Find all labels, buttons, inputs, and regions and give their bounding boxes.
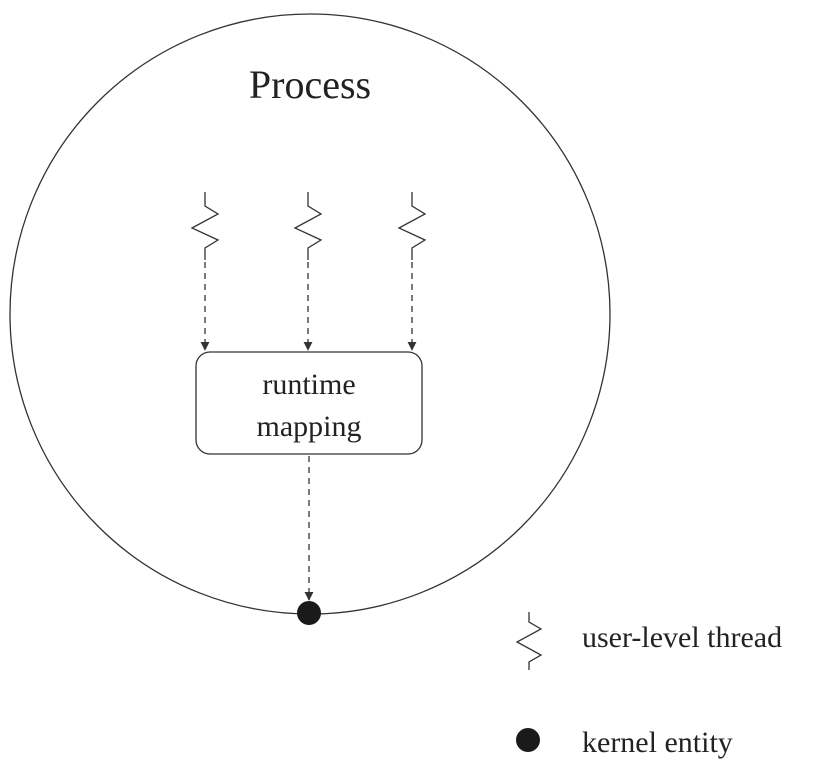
filled-circle-icon <box>516 728 540 752</box>
mapping-box-line2: mapping <box>257 410 362 443</box>
process-title: Process <box>249 62 371 107</box>
kernel-entity-dot <box>297 601 321 625</box>
zigzag-thread-icon <box>515 612 543 670</box>
legend-user-thread: user-level thread <box>515 612 782 670</box>
runtime-mapping-box <box>195 351 423 455</box>
user-thread-2 <box>293 192 323 351</box>
legend-user-thread-label: user-level thread <box>582 621 782 654</box>
legend-kernel-entity-label: kernel entity <box>582 726 733 759</box>
user-thread-3 <box>397 192 427 351</box>
user-thread-icon <box>190 192 220 260</box>
user-thread-icon <box>293 192 323 260</box>
mapping-box-line1: runtime <box>262 368 355 401</box>
user-thread-1 <box>190 192 220 351</box>
legend-kernel-entity: kernel entity <box>516 726 733 759</box>
user-thread-icon <box>397 192 427 260</box>
